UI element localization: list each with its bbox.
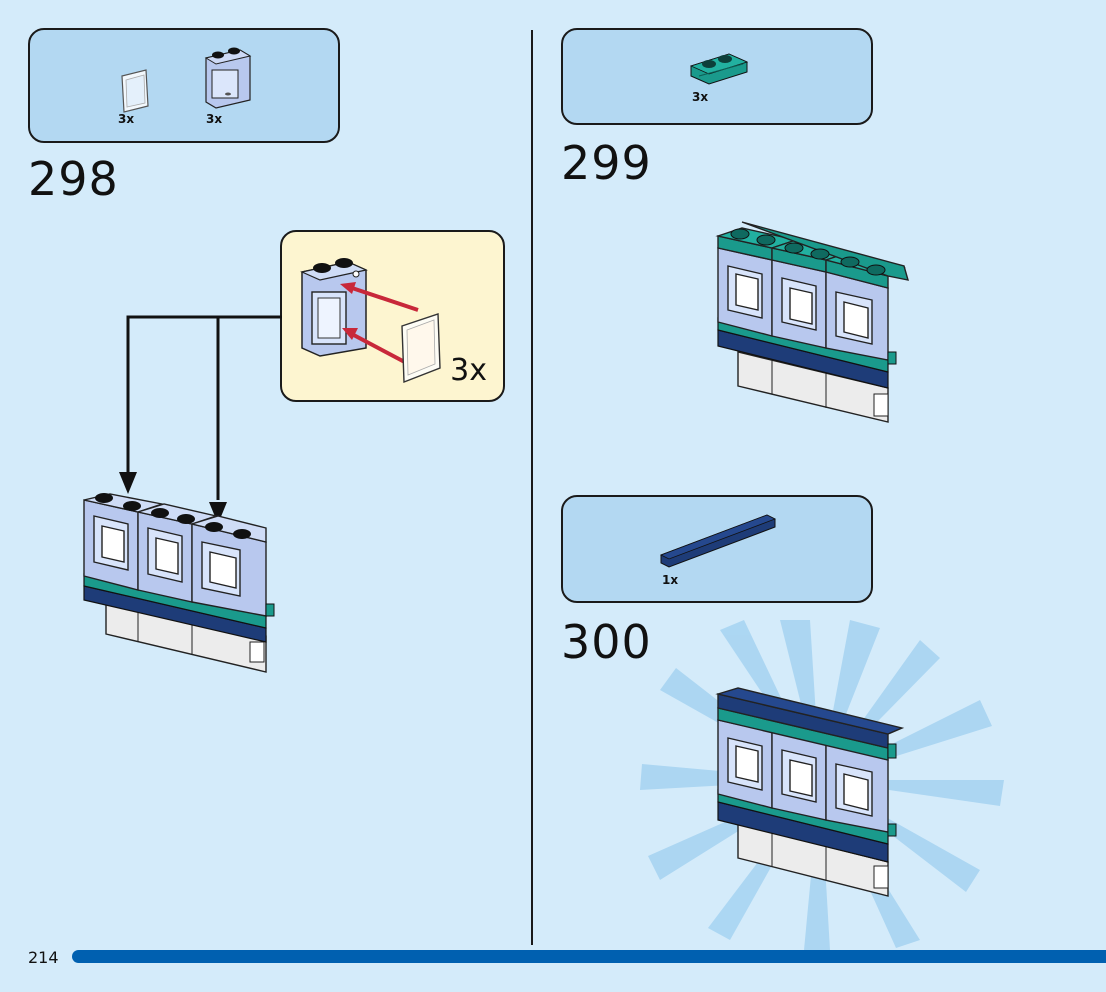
plate-with-rail-icon [689, 53, 749, 85]
step-298-model [83, 493, 275, 673]
step-number: 299 [561, 136, 652, 190]
part-quantity: 3x [118, 112, 135, 126]
window-glass-pane-icon [401, 313, 441, 384]
placement-arrows [119, 315, 282, 524]
step-number: 298 [28, 152, 119, 206]
subassembly-callout: 3x [280, 230, 505, 402]
window-glass-pane-icon [121, 69, 149, 113]
step-number: 300 [561, 615, 652, 669]
part-quantity: 1x [662, 573, 679, 587]
step-299-model [715, 221, 909, 423]
column-divider [531, 30, 533, 945]
tile-1x6-icon [660, 514, 776, 568]
part-quantity: 3x [692, 90, 709, 104]
step-298-parts-box: 3x 3x [28, 28, 340, 143]
step-299-parts-box: 3x [561, 28, 873, 125]
step-300-parts-box: 1x [561, 495, 873, 603]
subassembly-quantity: 3x [450, 353, 487, 388]
page-number: 214 [28, 948, 59, 967]
window-frame-icon [204, 47, 252, 109]
insertion-arrows [340, 282, 419, 370]
window-frame-icon [300, 258, 368, 357]
part-quantity: 3x [206, 112, 223, 126]
step-300-model [715, 687, 905, 897]
page-footer-bar [72, 950, 1106, 963]
